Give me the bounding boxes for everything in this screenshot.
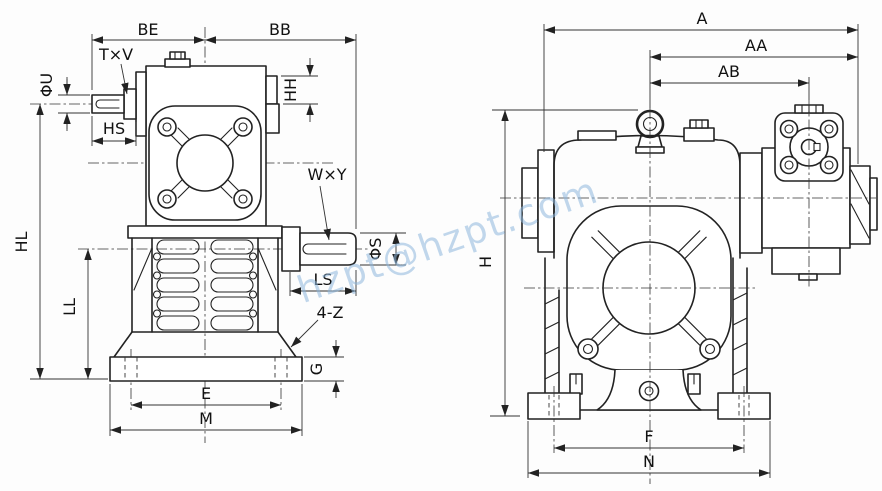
- input-bearing-flange: [135, 71, 147, 137]
- front-housing: [91, 51, 357, 382]
- dim-label-f: F: [644, 427, 653, 446]
- drain-boss: [596, 369, 702, 411]
- side-housing: [521, 104, 878, 420]
- dim-label-txv: T×V: [98, 45, 133, 64]
- base-gussets: [113, 331, 297, 358]
- base-plate: [109, 356, 303, 382]
- foot-bolt-holes: [548, 395, 750, 417]
- input-key: [95, 99, 120, 109]
- dim-label-hh: HH: [281, 78, 300, 102]
- breather-plug-icon: [683, 119, 715, 142]
- bottom-clips: [569, 373, 701, 395]
- cooling-fins: [131, 237, 279, 333]
- support-ribs: [544, 257, 748, 394]
- cover-ribs: [170, 127, 240, 199]
- front-view: BE BB T×V ΦU HS HH HL LL W×Y ΦS: [12, 20, 406, 443]
- dim-label-4z: 4-Z: [317, 303, 344, 322]
- dim-label-e: E: [201, 384, 211, 403]
- output-key: [302, 243, 347, 255]
- dim-label-n: N: [643, 452, 655, 471]
- dim-label-be: BE: [137, 20, 158, 39]
- dim-label-bb: BB: [269, 20, 291, 39]
- front-dimensions: BE BB T×V ΦU HS HH HL LL W×Y ΦS: [12, 20, 406, 436]
- worm-housing: [739, 104, 878, 281]
- dim-label-hl: HL: [12, 231, 31, 252]
- top-tab: [577, 130, 617, 141]
- input-shaft: [91, 88, 137, 120]
- cover-bolts: [157, 117, 253, 209]
- front-round-cover: [148, 105, 262, 221]
- dim-label-ls: LS: [313, 270, 332, 289]
- dim-label-a: A: [697, 9, 708, 28]
- right-bearing-flange: [265, 75, 280, 134]
- base-bolt-holes: [124, 357, 288, 381]
- output-bore: [176, 134, 234, 192]
- side-dimensions: A AA AB H F N: [476, 9, 859, 478]
- output-shaft: [281, 226, 357, 272]
- side-view: A AA AB H F N: [476, 9, 878, 484]
- dim-label-ab: AB: [718, 62, 740, 81]
- dim-label-g: G: [307, 363, 326, 375]
- left-bearing-covers: [521, 149, 555, 253]
- dim-label-wxy: W×Y: [308, 165, 347, 184]
- cover-ribs: [591, 230, 707, 346]
- side-centerlines: [500, 100, 876, 484]
- dim-label-aa: AA: [745, 36, 767, 55]
- dim-label-ll: LL: [60, 298, 79, 316]
- dim-label-hs: HS: [103, 119, 125, 138]
- dim-label-m: M: [199, 409, 213, 428]
- oil-plug-icon: [164, 51, 191, 68]
- dim-label-h: H: [476, 256, 495, 268]
- dim-label-phi-u: ΦU: [37, 73, 56, 97]
- keyway-notch: [813, 142, 821, 152]
- housing-ledge: [127, 225, 283, 239]
- dim-label-phi-s: ΦS: [366, 238, 385, 261]
